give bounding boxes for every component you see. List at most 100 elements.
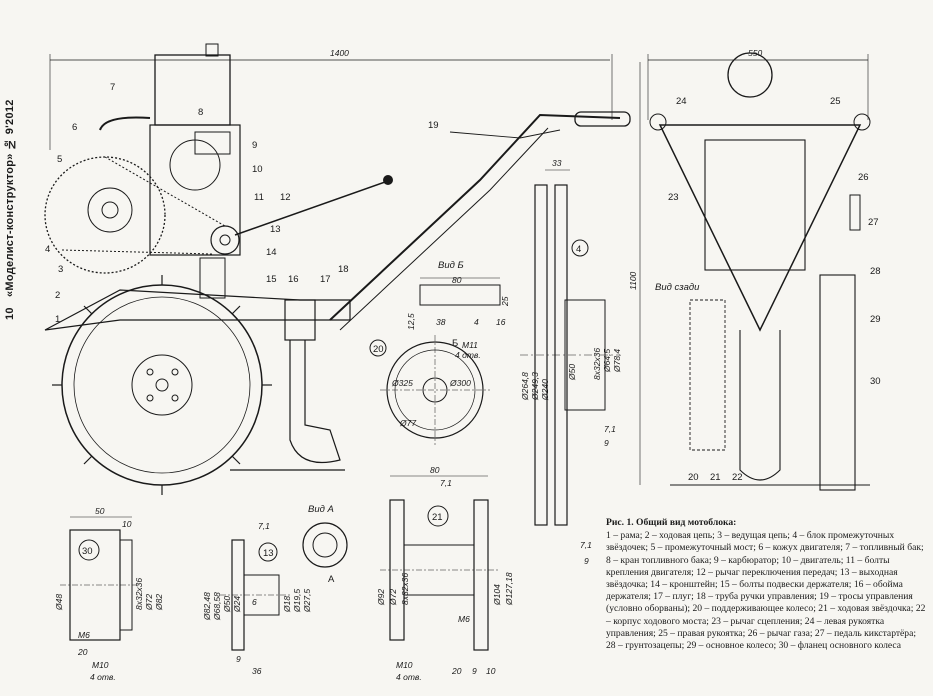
handle-tube bbox=[329, 113, 621, 321]
callout-24: 24 bbox=[676, 96, 687, 107]
d20-dim-12-5: 12,5 bbox=[406, 313, 416, 330]
callout-12: 12 bbox=[280, 192, 291, 203]
callout-7: 7 bbox=[110, 82, 115, 93]
d13-dim-24: Ø24 bbox=[232, 596, 242, 613]
caption-item: 28 – грунтозацепы; bbox=[606, 640, 687, 652]
caption-item: 3 – ведущая цепь; bbox=[717, 530, 793, 542]
d30-dim-72: Ø72 bbox=[144, 594, 154, 611]
callout-20: 20 bbox=[688, 472, 699, 483]
detail-13-label: 13 bbox=[263, 548, 274, 559]
callout-8: 8 bbox=[198, 107, 203, 118]
d4-dim-spline: 8x32x36 bbox=[592, 348, 602, 380]
d4-dim-9: 9 bbox=[604, 438, 609, 448]
d21-dim-10: 10 bbox=[486, 666, 496, 676]
drive-chain bbox=[44, 156, 166, 274]
d4-dim-50: Ø50 bbox=[567, 364, 577, 381]
detail-20-label: 20 bbox=[373, 344, 384, 355]
caption-item: 13 – выходная звёздочка; bbox=[606, 566, 898, 591]
d30-dim-10: 10 bbox=[122, 519, 132, 529]
handle-grip bbox=[574, 111, 631, 127]
caption-item: 5 – промежуточный мост; bbox=[650, 542, 759, 554]
d30-dim-82: Ø82 bbox=[154, 594, 164, 611]
callout-21: 21 bbox=[710, 472, 721, 483]
control-cables bbox=[449, 129, 561, 139]
caption-item: 29 – основное колесо; bbox=[686, 640, 779, 652]
caption-item: 17 – плуг; bbox=[653, 591, 697, 603]
caption-item: 30 – фланец основного колеса bbox=[778, 640, 902, 652]
caption-item: 1 – рама; bbox=[606, 530, 645, 542]
detail-4: 4 33 Ø264,8 Ø249,3 Ø240 Ø50 8x32x36 Ø64,… bbox=[520, 158, 622, 526]
d13-dim-9: 9 bbox=[236, 654, 241, 664]
d30-dim-holes: 4 отв. bbox=[90, 672, 116, 682]
view-a-label: Вид А bbox=[308, 504, 334, 515]
d21-dim-m6: M6 bbox=[458, 614, 470, 624]
d13-dim-50: Ø50 bbox=[222, 596, 232, 613]
d13-dim-82: Ø82,48 bbox=[202, 592, 212, 621]
callout-13: 13 bbox=[270, 224, 281, 235]
callout-14: 14 bbox=[266, 247, 277, 258]
d13-dim-27-5: Ø27,5 bbox=[302, 589, 312, 613]
left-handle-grip bbox=[649, 113, 667, 131]
callout-18: 18 bbox=[338, 264, 349, 275]
d4-dim-240: Ø240 bbox=[540, 379, 550, 401]
d21-dim-m10: M10 bbox=[396, 660, 413, 670]
d30-dim-48: Ø48 bbox=[54, 594, 64, 611]
d21-dim-7-1: 7,1 bbox=[440, 478, 452, 488]
plough bbox=[289, 340, 341, 464]
output-sprocket bbox=[210, 225, 240, 255]
d4-dim-33: 33 bbox=[552, 158, 562, 168]
d20-dim-77: Ø77 bbox=[399, 418, 416, 428]
callout-2: 2 bbox=[55, 290, 60, 301]
d20-dim-25: 25 bbox=[500, 296, 510, 307]
d20-dim-4: 4 bbox=[474, 317, 479, 327]
callout-28: 28 bbox=[870, 266, 881, 277]
caption-item: 18 – труба ручки управления; bbox=[696, 591, 820, 603]
caption-item: 10 – двигатель; bbox=[781, 554, 846, 566]
callout-23: 23 bbox=[668, 192, 679, 203]
d20-dim-m11: M11 bbox=[462, 340, 478, 350]
tank-cap bbox=[205, 43, 219, 57]
caption-item: 12 – рычаг переключения передач; bbox=[696, 566, 840, 578]
caption-item: 26 – рычаг газа; bbox=[747, 627, 815, 639]
fuel-tank bbox=[154, 54, 231, 126]
d20-dim-16: 16 bbox=[496, 317, 506, 327]
side-view: 1400 bbox=[44, 43, 631, 495]
caption-item: 2 – ходовая цепь; bbox=[644, 530, 718, 542]
caption-item: 24 – левая рукоятка управления; bbox=[606, 615, 885, 639]
carburetor bbox=[194, 131, 231, 155]
caption-item: 27 – педаль кикстартёра; bbox=[814, 627, 917, 639]
d13-dim-68: Ø68,58 bbox=[212, 592, 222, 621]
rear-view: 550 1100 Вид сзади 20 21 22 23 24 25 26 … bbox=[628, 48, 881, 491]
dim-overall-height: 1100 bbox=[628, 271, 638, 290]
detail-30-label: 30 bbox=[82, 546, 93, 557]
caption-item: 16 – обойма держателя; bbox=[606, 579, 903, 603]
callout-9: 9 bbox=[252, 140, 257, 151]
caption-item: 20 – поддерживающее колесо; bbox=[692, 603, 819, 615]
dim-overall-length: 1400 bbox=[330, 48, 349, 58]
callout-22: 22 bbox=[732, 472, 743, 483]
callout-29: 29 bbox=[870, 314, 881, 325]
d21-dim-9: 9 bbox=[472, 666, 477, 676]
section-a: А bbox=[328, 574, 335, 585]
bracket bbox=[199, 257, 226, 299]
callout-25: 25 bbox=[830, 96, 841, 107]
d21-dim-20: 20 bbox=[451, 666, 462, 676]
caption-item: 6 – кожух двигателя; bbox=[758, 542, 846, 554]
engine-block bbox=[149, 124, 241, 256]
d20-dim-80: 80 bbox=[452, 275, 462, 285]
callout-26: 26 bbox=[858, 172, 869, 183]
caption-item: 4 – блок промежуточных звёздочек; bbox=[606, 530, 895, 554]
caption-item: 7 – топливный бак; bbox=[845, 542, 924, 554]
d21-dim-holes: 4 отв. bbox=[396, 672, 422, 682]
d30-dim-20: 20 bbox=[77, 647, 88, 657]
rear-fuel-tank bbox=[727, 52, 773, 98]
intermediate-sprockets bbox=[87, 187, 133, 233]
d4-dim-249: Ø249,3 bbox=[530, 372, 540, 401]
d20-dim-38: 38 bbox=[436, 317, 446, 327]
d13-dim-18: Ø18 bbox=[282, 596, 292, 613]
d4-dim-7-1: 7,1 bbox=[604, 424, 616, 434]
d21-dim-80: 80 bbox=[430, 465, 440, 475]
callout-15: 15 bbox=[266, 274, 277, 285]
caption-item: 23 – рычаг сцепления; bbox=[711, 615, 805, 627]
